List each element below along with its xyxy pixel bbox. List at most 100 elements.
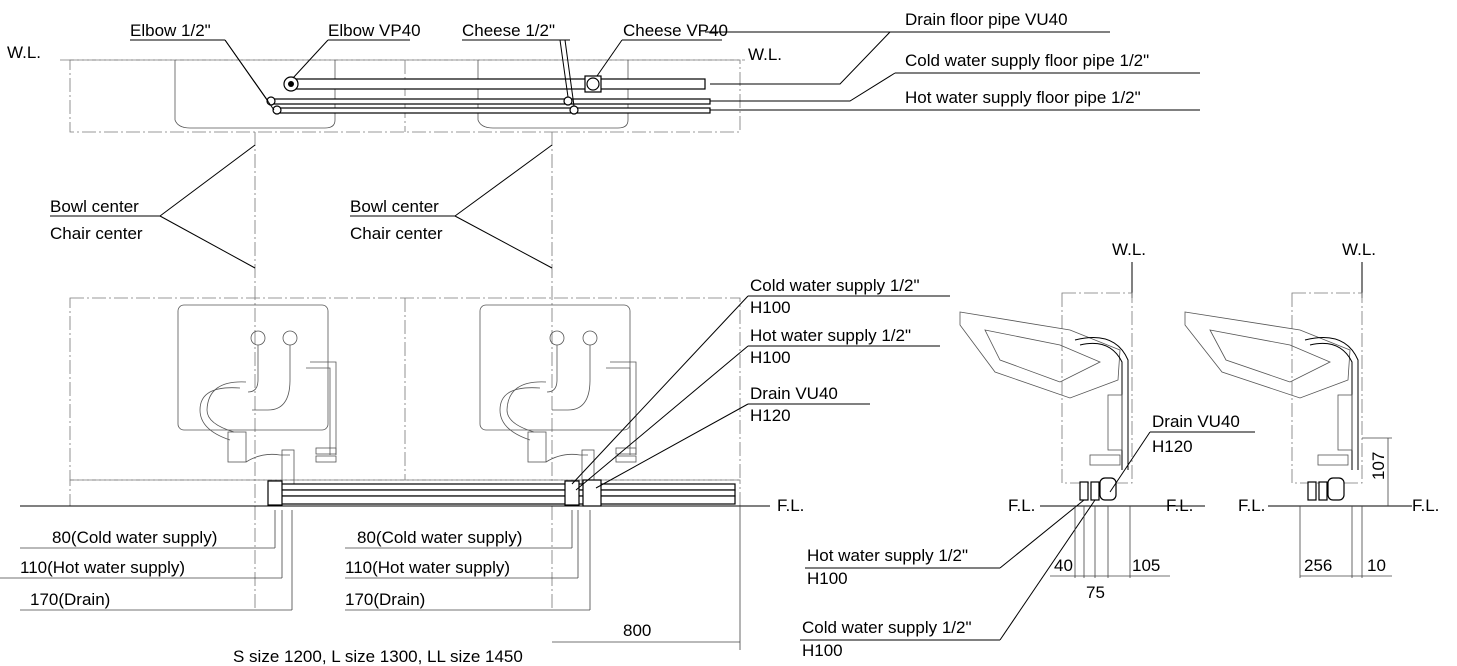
dim-left-drain-label: 170(Drain) xyxy=(30,590,110,609)
side1-cold-supply-height-label: H100 xyxy=(802,641,843,660)
basin-left xyxy=(177,304,329,431)
leader-line xyxy=(564,39,575,107)
leader-line xyxy=(224,39,275,111)
dim-left-cold-label: 80(Cold water supply) xyxy=(52,528,217,547)
drain-height-label: H120 xyxy=(750,406,791,425)
front-floor-pipe xyxy=(269,495,736,505)
leader-line xyxy=(559,39,569,98)
elbow-half-label: Elbow 1/2" xyxy=(130,21,211,40)
leader-line xyxy=(1109,431,1151,493)
floor-fitting-right xyxy=(564,480,580,506)
side2-basin-inner xyxy=(1209,329,1331,383)
side1-trap xyxy=(1089,454,1121,466)
hot-floor-pipe-label: Hot water supply floor pipe 1/2" xyxy=(905,88,1141,107)
right-bowl-center-label: Bowl center xyxy=(350,197,439,216)
cold-floor-pipe-label: Cold water supply floor pipe 1/2" xyxy=(905,51,1149,70)
side2-dim-10-label: 10 xyxy=(1367,556,1386,575)
supply-line-right xyxy=(606,367,631,455)
size-note-label: S size 1200, L size 1300, LL size 1450 xyxy=(233,647,523,666)
side1-hot-supply-height-label: H100 xyxy=(807,569,848,588)
side2-supply-pipe xyxy=(1309,342,1353,470)
leader-line xyxy=(595,403,749,489)
side1-dim-40-label: 40 xyxy=(1054,556,1073,575)
wl-label-right: W.L. xyxy=(748,45,782,64)
left-chair-center-label: Chair center xyxy=(50,224,143,243)
leader-line xyxy=(575,345,749,491)
leader-line xyxy=(710,31,891,85)
front-floor-pipe xyxy=(269,483,736,491)
cheese-cold-fitting xyxy=(563,96,573,106)
shower-head-icon xyxy=(282,330,298,346)
side1-cold-riser xyxy=(1090,481,1100,501)
shower-hose-right xyxy=(552,345,591,411)
leader-line xyxy=(596,39,623,77)
cheese-half-label: Cheese 1/2" xyxy=(462,21,555,40)
side1-drain-outlet xyxy=(1099,477,1117,501)
side1-fl-left-label: F.L. xyxy=(1008,496,1035,515)
center-lines: Bowl center Chair center Bowl center Cha… xyxy=(50,132,553,610)
side1-dim-75-label: 75 xyxy=(1086,583,1105,602)
dim-right-hot-label: 110(Hot water supply) xyxy=(345,558,510,577)
front-floor-pipe xyxy=(269,489,736,497)
leader-line xyxy=(999,499,1085,569)
valve-right xyxy=(615,447,637,455)
supply-line-left xyxy=(306,367,331,455)
cold-floor-pipe xyxy=(269,98,711,105)
side1-fl-right-label: F.L. xyxy=(1166,496,1193,515)
side1-basin-profile xyxy=(959,311,1121,399)
side1-drain-label: Drain VU40 xyxy=(1152,412,1240,431)
side1-hot-supply-label: Hot water supply 1/2" xyxy=(807,546,968,565)
side1-hot-riser xyxy=(1079,481,1089,501)
side2-dim-256-label: 256 xyxy=(1304,556,1332,575)
drain-floor-pipe xyxy=(289,78,706,90)
leader-line xyxy=(159,144,256,217)
top-plan-view: W.L. W.L. Elbow 1/2" Elbow VP40 Cheese 1… xyxy=(7,10,1200,133)
drain-hose-right xyxy=(506,381,547,433)
trap-left xyxy=(227,431,247,463)
side1-basin-inner xyxy=(984,329,1101,383)
left-bowl-center-label: Bowl center xyxy=(50,197,139,216)
leader-line xyxy=(454,215,553,269)
hot-floor-pipe xyxy=(274,107,711,114)
cold-supply-label: Cold water supply 1/2" xyxy=(750,276,920,295)
side-view-1: W.L. Drain VU40 H120 F.L. F.L. Hot water… xyxy=(800,240,1255,660)
side1-dim-105-label: 105 xyxy=(1132,556,1160,575)
dim-left-hot-label: 110(Hot water supply) xyxy=(20,558,185,577)
trap-right xyxy=(527,431,547,463)
dim-right-drain-label: 170(Drain) xyxy=(345,590,425,609)
cheese-vp40-label: Cheese VP40 xyxy=(623,21,728,40)
drain-hose-left xyxy=(206,381,247,433)
dim-800-label: 800 xyxy=(623,621,651,640)
side2-basin-profile xyxy=(1184,311,1351,399)
side2-fl-right-label: F.L. xyxy=(1412,496,1439,515)
drain-floor-pipe-label: Drain floor pipe VU40 xyxy=(905,10,1068,29)
side2-dim-107-label: 107 xyxy=(1369,452,1388,480)
cheese-fitting-front xyxy=(582,479,602,507)
drain-hose-right xyxy=(499,387,541,441)
leader-line xyxy=(999,499,1096,641)
elbow-hot-fitting xyxy=(272,105,282,115)
drain-hose-left xyxy=(199,387,241,441)
side2-hot-riser xyxy=(1307,481,1317,501)
dim-right-cold-label: 80(Cold water supply) xyxy=(357,528,522,547)
leader-line xyxy=(710,72,896,102)
shower-hose-left xyxy=(252,345,291,411)
supply-line-right xyxy=(610,361,637,455)
fl-label-front: F.L. xyxy=(777,496,804,515)
side1-supply-pipe xyxy=(1074,337,1129,470)
wl-label-left: W.L. xyxy=(7,43,41,62)
side2-wl-label: W.L. xyxy=(1342,240,1376,259)
shower-hose-right xyxy=(546,345,558,393)
shower-head-icon xyxy=(582,330,598,346)
trap-bend-right xyxy=(545,453,588,463)
side2-cold-riser xyxy=(1318,481,1328,501)
valve-right xyxy=(615,455,637,463)
shower-hose-left xyxy=(247,345,259,393)
cheese-hot-fitting xyxy=(569,105,579,115)
leader-line xyxy=(571,295,749,485)
cheese-vp40-circle-icon xyxy=(586,77,600,91)
floor-fitting-left xyxy=(267,480,283,506)
bowl-outline-right xyxy=(477,60,629,129)
trap-bend-left xyxy=(245,453,290,463)
